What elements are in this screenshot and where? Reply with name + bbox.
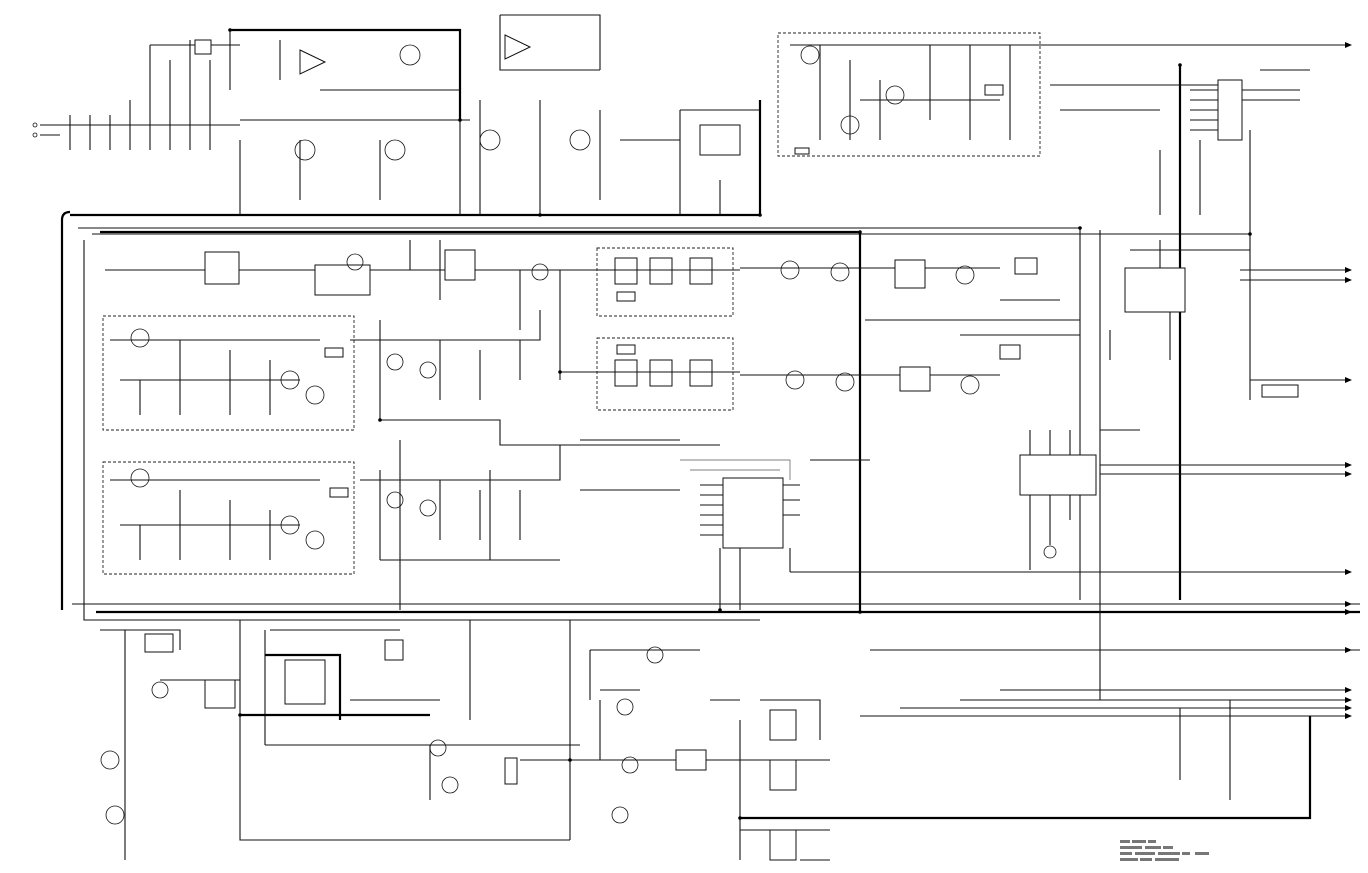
ic-symbol	[984, 84, 1004, 96]
input-section	[32, 14, 760, 215]
transistor-symbol	[785, 370, 805, 390]
ic-symbol	[204, 251, 240, 285]
connector-symbol	[504, 757, 518, 785]
connector-terminal	[32, 132, 38, 138]
ic-symbol	[204, 679, 236, 709]
transistor-symbol	[780, 260, 800, 280]
transistor-symbol	[1043, 545, 1057, 559]
transistor-symbol	[419, 361, 437, 379]
transistor-symbol	[960, 375, 980, 395]
ic-symbol	[444, 249, 476, 281]
transistor-symbol	[800, 45, 820, 65]
ic-symbol	[899, 366, 931, 392]
transistor-symbol	[479, 129, 501, 151]
middle-signal-chain	[105, 240, 1299, 411]
transistor-symbol	[429, 739, 447, 757]
ic-symbol	[1014, 257, 1038, 275]
main-buses	[60, 44, 1360, 820]
transistor-symbol	[130, 328, 150, 348]
mixer-block-2	[596, 337, 734, 411]
transistor-symbol	[384, 139, 406, 161]
ic-symbol	[314, 264, 371, 296]
ic-symbol	[769, 759, 797, 791]
ic-symbol	[1261, 384, 1299, 398]
transistor-symbol	[419, 499, 437, 517]
junction-dots	[228, 28, 1252, 820]
regulator-block	[777, 32, 1041, 157]
ic-symbol	[284, 659, 326, 705]
connector-ic-top-right	[1050, 69, 1310, 215]
ic-symbol	[894, 259, 926, 289]
bottom-center-section	[520, 620, 830, 861]
ic-symbol	[324, 347, 344, 358]
transistor-symbol	[280, 515, 300, 535]
ic-symbol	[699, 124, 741, 156]
transistor-symbol	[386, 491, 404, 509]
filter-block-1	[102, 315, 355, 431]
mixer-block-1	[596, 247, 734, 317]
central-ic	[680, 459, 870, 610]
ic-symbol	[384, 639, 404, 661]
transistor-symbol	[294, 139, 316, 161]
ic-symbol	[769, 709, 797, 741]
transistor-symbol	[386, 353, 404, 371]
opamp-symbol	[504, 34, 532, 60]
power-section	[100, 620, 580, 860]
right-lower-ic	[1019, 429, 1140, 570]
transistor-symbol	[611, 806, 629, 824]
opamp-symbol	[299, 49, 327, 75]
transistor-symbol	[399, 44, 421, 66]
transistor-symbol	[621, 756, 639, 774]
connector-terminal	[32, 122, 38, 128]
output-connectors	[1345, 42, 1352, 719]
transistor-symbol	[151, 681, 169, 699]
ic-symbol	[769, 829, 797, 861]
ic-symbol	[144, 633, 174, 653]
ic-symbol	[999, 344, 1021, 360]
transistor-symbol	[830, 262, 850, 282]
mid-amplifiers	[350, 310, 720, 610]
notes-block	[1120, 840, 1209, 861]
transistor-symbol	[531, 263, 549, 281]
transistor-symbol	[840, 115, 860, 135]
ic-symbol	[1124, 267, 1186, 313]
transistor-symbol	[130, 468, 150, 488]
transistor-symbol	[885, 85, 905, 105]
filter-block-2	[102, 461, 355, 575]
transistor-symbol	[569, 129, 591, 151]
ic-symbol	[794, 147, 810, 155]
ic-symbol	[329, 487, 349, 498]
transistor-symbol	[616, 698, 634, 716]
transistor-symbol	[346, 253, 364, 271]
ic-symbol	[194, 39, 212, 55]
transistor-symbol	[305, 530, 325, 550]
transistor-symbol	[646, 646, 664, 664]
ic-symbol	[675, 749, 707, 771]
transistor-symbol	[305, 385, 325, 405]
transistor-symbol	[955, 265, 975, 285]
transistor-symbol	[441, 776, 459, 794]
transistor-symbol	[105, 805, 125, 825]
transistor-symbol	[100, 750, 120, 770]
transistor-symbol	[280, 370, 300, 390]
transistor-symbol	[835, 372, 855, 392]
